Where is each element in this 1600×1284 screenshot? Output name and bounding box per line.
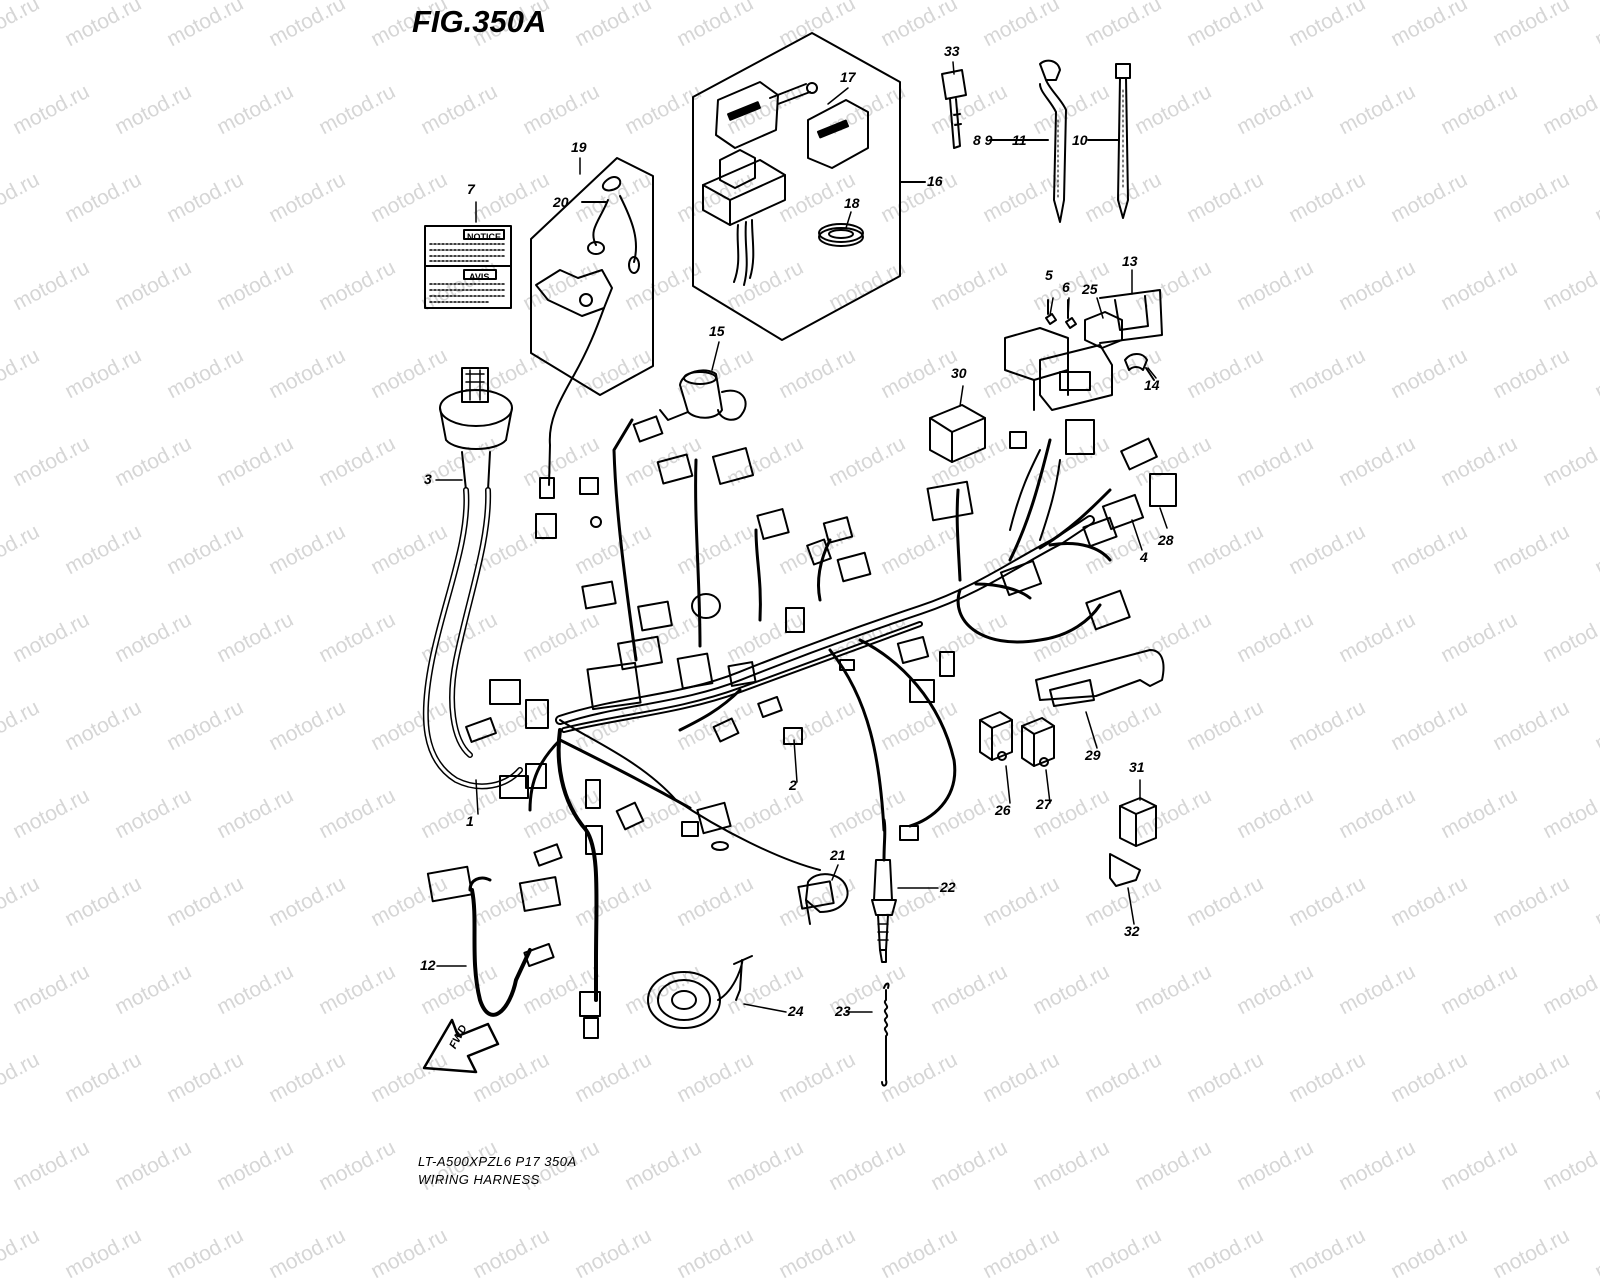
watermark-text: motod.ru [265,1223,350,1284]
watermark-text: motod.ru [1081,1223,1166,1284]
callout-10: 10 [1072,132,1088,148]
key-and-ties [941,59,1131,223]
callout-31: 31 [1129,759,1145,775]
callout-15: 15 [709,323,725,339]
callout-16: 16 [927,173,943,189]
watermark-text: motod.ru [673,1223,758,1284]
connector-covers [979,649,1165,887]
callout-4: 4 [1140,549,1148,565]
watermark-text: motod.ru [571,1223,656,1284]
connector-21 [805,873,849,925]
watermark-text: motod.ru [1489,1223,1574,1284]
callout-5: 5 [1045,267,1053,283]
callout-25: 25 [1082,281,1098,297]
callout-3: 3 [424,471,432,487]
callout-23: 23 [835,1003,851,1019]
callout-11: 11 [1012,132,1027,148]
callout-12: 12 [420,957,436,973]
callout-28: 28 [1158,532,1174,548]
watermark-text: motod.ru [979,1223,1064,1284]
callout-22: 22 [940,879,956,895]
notice-heading: NOTICE [467,232,502,242]
callout-8-9: 8 9 [973,132,993,148]
connectors [426,415,1177,1039]
callout-32: 32 [1124,923,1140,939]
figure-title: FIG.350A [412,4,547,39]
callout-20: 20 [553,194,569,210]
callout-24: 24 [788,1003,804,1019]
fuse-box-area [1004,289,1163,411]
sub-harness-12 [468,876,492,892]
watermark-text: motod.ru [1387,1223,1472,1284]
kill-switch-group [530,157,654,486]
ignition-switch-group [692,32,926,341]
callout-29: 29 [1085,747,1101,763]
callout-30: 30 [951,365,967,381]
watermark-text: motod.ru [0,1223,44,1284]
callout-13: 13 [1122,253,1138,269]
accessory-socket-15 [659,369,747,421]
callout-1: 1 [466,813,474,829]
avis-heading: AVIS [469,272,490,282]
model-caption: LT-A500XPZL6 P17 350A [418,1154,577,1169]
watermark-text: motod.ru [1591,1223,1600,1284]
watermark-text: motod.ru [775,1223,860,1284]
callout-27: 27 [1036,796,1052,812]
watermark-text: motod.ru [367,1223,452,1284]
main-harness [422,367,1112,1017]
callout-2: 2 [789,777,797,793]
callout-7: 7 [467,181,475,197]
watermark-text: motod.ru [163,1223,248,1284]
section-caption: WIRING HARNESS [418,1172,540,1187]
watermark-text: motod.ru [877,1223,962,1284]
callout-14: 14 [1144,377,1160,393]
callout-21: 21 [830,847,846,863]
callout-26: 26 [995,802,1011,818]
fwd-arrow [422,1018,500,1074]
watermark-text: motod.ru [1183,1223,1268,1284]
notice-label-7 [424,225,512,309]
watermark-text: motod.ru [469,1223,554,1284]
callout-19: 19 [571,139,587,155]
sensor-horn-spring [647,818,897,1087]
callout-18: 18 [844,195,860,211]
relay-30 [929,404,986,463]
leader-lines [435,61,1168,1013]
watermark-text: motod.ru [61,1223,146,1284]
watermark-text: motod.ru [1285,1223,1370,1284]
callout-17: 17 [840,69,856,85]
callout-33: 33 [944,43,960,59]
wiring-harness-drawing [422,32,1177,1087]
callout-6: 6 [1062,279,1070,295]
